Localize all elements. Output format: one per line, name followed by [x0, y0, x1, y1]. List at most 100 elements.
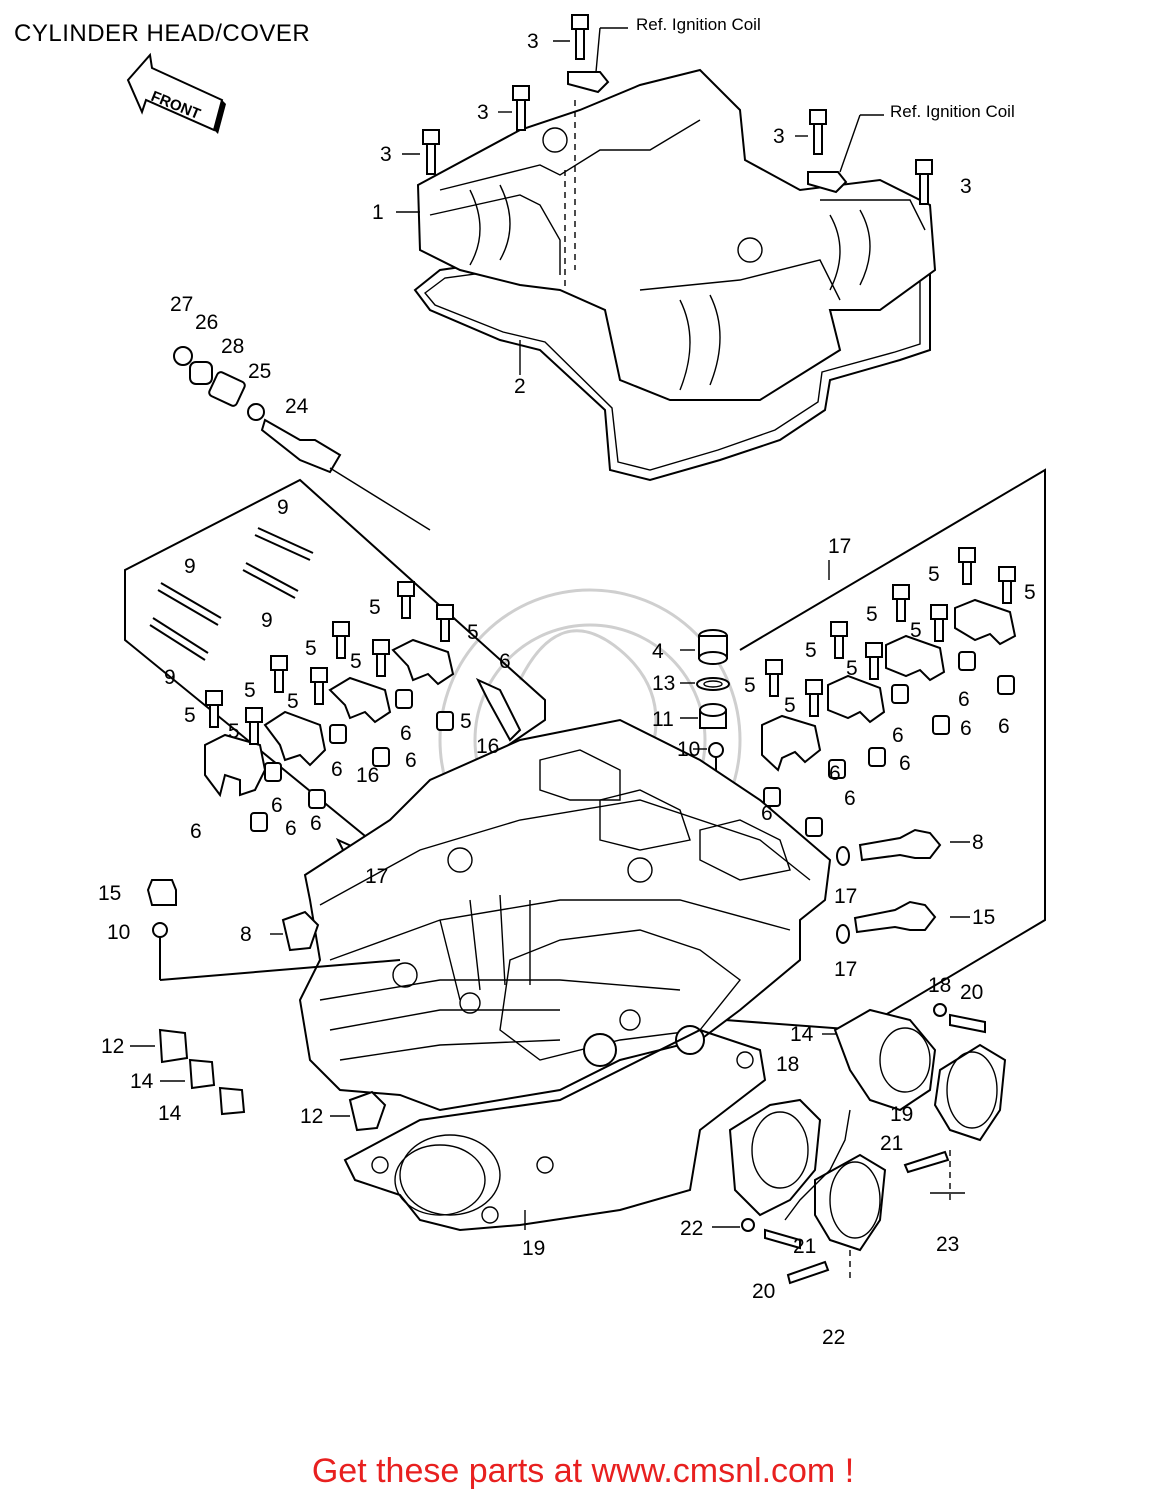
callout-19: 20 [960, 981, 983, 1004]
callout-6: 6 [405, 749, 417, 772]
callout-9: 9 [277, 496, 289, 519]
parts-diagram: FRONT Ref. Ignition Coil Ref. [98, 14, 1046, 1349]
callout-4: 17 [828, 535, 851, 558]
callout-11: 13 [652, 672, 675, 695]
callout-9: 9 [184, 555, 196, 578]
callout-5: 5 [244, 679, 256, 702]
callout-5: 5 [805, 639, 817, 662]
callout-6: 6 [310, 812, 322, 835]
cylinder-head-cover [413, 68, 937, 482]
callout-17: 17 [834, 885, 857, 908]
callout-5: 5 [1024, 581, 1036, 604]
callout-8: 10 [107, 921, 130, 944]
callout-5: 5 [184, 704, 196, 727]
studs [149, 527, 314, 661]
cover-bolts [422, 14, 933, 205]
tacho-drive-parts [173, 346, 431, 531]
callout-8: 10 [677, 738, 700, 761]
callout-13: 4 [652, 640, 664, 663]
ref-ignition-coil-right: Ref. Ignition Coil [890, 102, 1015, 121]
callout-3: 3 [960, 175, 972, 198]
bolt-3c [422, 129, 440, 175]
bracket-right [724, 468, 1046, 1032]
callout-20: 22 [680, 1217, 703, 1240]
callout-5: 5 [369, 596, 381, 619]
callout-22: 23 [936, 1233, 959, 1256]
callout-6: 6 [844, 787, 856, 810]
callout-6: 6 [998, 715, 1010, 738]
callout-9: 9 [261, 609, 273, 632]
callout-18: 18 [776, 1053, 799, 1076]
callout-5: 5 [866, 603, 878, 626]
callout-6: 6 [829, 762, 841, 785]
callout-15: 8 [972, 831, 984, 854]
callout-6: 6 [285, 817, 297, 840]
callout-14: 14 [158, 1102, 182, 1125]
bolt-3d [809, 109, 827, 155]
bracket-left [124, 478, 546, 842]
callout-5: 5 [784, 694, 796, 717]
callout-3: 3 [380, 143, 392, 166]
callout-1: 1 [372, 201, 384, 224]
oil-pipe-fittings [836, 828, 942, 944]
callout-6: 6 [960, 717, 972, 740]
callout-6: 6 [958, 688, 970, 711]
callout-28: 28 [221, 335, 244, 358]
callout-5: 5 [228, 720, 240, 743]
leader-lines [130, 40, 970, 1230]
callout-18: 14 [790, 1023, 814, 1046]
callout-6: 6 [400, 722, 412, 745]
callout-21: 21 [793, 1235, 816, 1258]
callout-3: 3 [773, 125, 785, 148]
callout-5: 5 [350, 650, 362, 673]
callout-17: 17 [365, 865, 388, 888]
callout-6: 6 [271, 794, 283, 817]
left-small-parts [146, 879, 401, 1132]
front-arrow-icon: FRONT [126, 52, 226, 134]
callout-10: 11 [652, 708, 674, 731]
callout-26: 26 [195, 311, 218, 334]
callout-24: 24 [285, 395, 309, 418]
callout-6: 6 [899, 752, 911, 775]
callout-12: 12 [300, 1105, 323, 1128]
callout-6: 6 [761, 802, 773, 825]
callout-15: 15 [972, 906, 995, 929]
callout-16: 6 [499, 650, 511, 673]
callout-6: 6 [331, 758, 343, 781]
callout-7: 19 [522, 1237, 545, 1260]
bolt-3e [915, 159, 933, 205]
ref-ignition-coil-top: Ref. Ignition Coil [636, 15, 761, 34]
callout-5: 5 [846, 657, 858, 680]
callout-23: 21 [880, 1132, 903, 1155]
callout-20: 18 [928, 974, 951, 997]
callout-22: 22 [822, 1326, 845, 1349]
callout-labels: 3 3 3 3 3 1 2 27 26 28 25 24 9 9 9 9 5 5… [98, 30, 1036, 1349]
cylinder-head [298, 718, 832, 1112]
callout-10: 15 [98, 882, 121, 905]
callout-5: 5 [467, 621, 479, 644]
footer-link[interactable]: Get these parts at www.cmsnl.com ! [311, 1452, 855, 1490]
bolt-3b [512, 85, 530, 131]
callout-2: 2 [514, 375, 526, 398]
callout-5: 5 [305, 637, 317, 660]
cylinder-head-gasket [343, 1028, 767, 1232]
camshaft-caps-right [761, 547, 1017, 837]
callout-3: 3 [477, 101, 489, 124]
callout-17: 16 [476, 735, 499, 758]
callout-21: 19 [890, 1103, 913, 1126]
callout-6: 6 [892, 724, 904, 747]
page-title: CYLINDER HEAD/COVER [14, 20, 311, 47]
callout-6: 6 [190, 820, 202, 843]
camshaft-caps-left [204, 581, 522, 882]
callout-14: 12 [101, 1035, 124, 1058]
carburetor-holders [728, 1003, 1007, 1285]
callout-17: 17 [834, 958, 857, 981]
callout-9: 9 [164, 666, 176, 689]
callout-5: 5 [744, 674, 756, 697]
callout-27: 27 [170, 293, 193, 316]
callout-16: 16 [356, 764, 379, 787]
callout-14: 14 [130, 1070, 154, 1093]
callout-19: 20 [752, 1280, 775, 1303]
callout-12: 8 [240, 923, 252, 946]
callout-5: 5 [910, 619, 922, 642]
